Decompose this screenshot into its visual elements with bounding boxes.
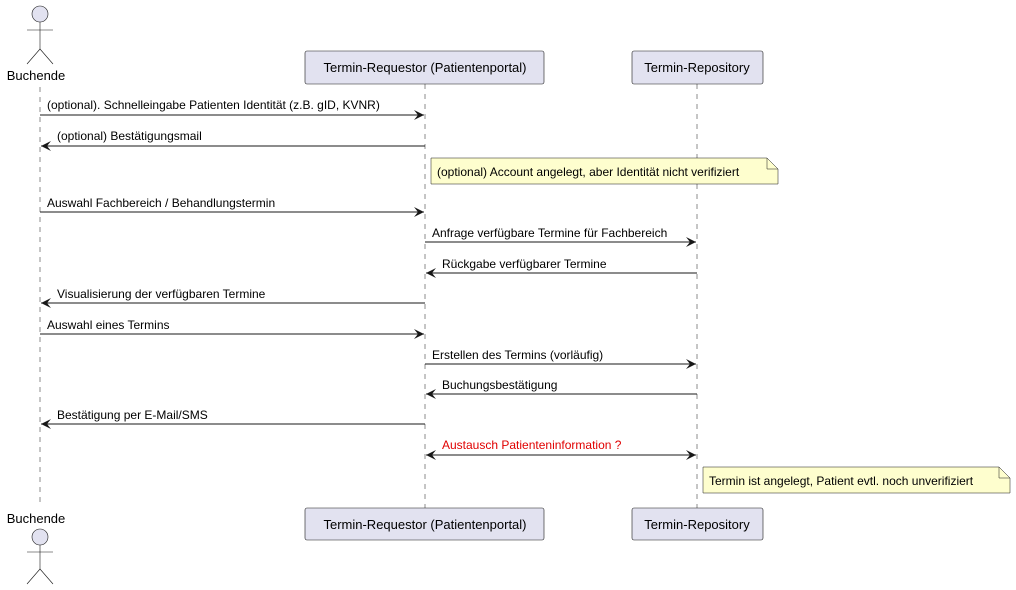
message-8: Erstellen des Termins (vorläufig) xyxy=(425,348,696,369)
actor-buchende-bottom: Buchende xyxy=(7,511,66,585)
message-label: Anfrage verfügbare Termine für Fachberei… xyxy=(432,226,667,240)
message-label: Auswahl Fachbereich / Behandlungstermin xyxy=(47,196,275,210)
message-label: Buchungsbestätigung xyxy=(442,378,557,392)
participant-label: Termin-Requestor (Patientenportal) xyxy=(323,60,526,75)
message-10: Bestätigung per E-Mail/SMS xyxy=(41,408,425,429)
note-text: Termin ist angelegt, Patient evtl. noch … xyxy=(709,474,974,488)
note-1: (optional) Account angelegt, aber Identi… xyxy=(430,157,779,185)
actor-buchende-top: Buchende xyxy=(7,5,66,83)
note-2: Termin ist angelegt, Patient evtl. noch … xyxy=(702,466,1011,494)
participant-label: Termin-Repository xyxy=(644,60,750,75)
message-label: Erstellen des Termins (vorläufig) xyxy=(432,348,603,362)
message-label: (optional) Bestätigungsmail xyxy=(57,129,202,143)
participant-repository-bottom: Termin-Repository xyxy=(631,507,764,541)
actor-label: Buchende xyxy=(7,68,66,83)
message-5: Rückgabe verfügbarer Termine xyxy=(426,257,697,278)
stick-figure-icon xyxy=(26,528,54,585)
message-7: Auswahl eines Termins xyxy=(40,318,424,339)
participant-requestor-bottom: Termin-Requestor (Patientenportal) xyxy=(304,507,545,541)
participant-label: Termin-Repository xyxy=(644,517,750,532)
message-label: Bestätigung per E-Mail/SMS xyxy=(57,408,208,422)
message-4: Anfrage verfügbare Termine für Fachberei… xyxy=(425,226,696,247)
message-2: (optional) Bestätigungsmail xyxy=(41,129,425,151)
message-label: (optional). Schnelleingabe Patienten Ide… xyxy=(47,98,380,112)
message-label: Rückgabe verfügbarer Termine xyxy=(442,257,607,271)
participant-requestor-top: Termin-Requestor (Patientenportal) xyxy=(304,50,545,85)
stick-figure-icon xyxy=(26,5,54,65)
participant-label: Termin-Requestor (Patientenportal) xyxy=(323,517,526,532)
message-label: Austausch Patienteninformation ? xyxy=(442,438,622,452)
message-11: Austausch Patienteninformation ? xyxy=(426,438,696,460)
message-1: (optional). Schnelleingabe Patienten Ide… xyxy=(40,98,424,120)
message-9: Buchungsbestätigung xyxy=(426,378,697,399)
message-label: Visualisierung der verfügbaren Termine xyxy=(57,287,266,301)
message-6: Visualisierung der verfügbaren Termine xyxy=(41,287,425,308)
note-text: (optional) Account angelegt, aber Identi… xyxy=(437,165,740,179)
actor-label: Buchende xyxy=(7,511,66,526)
message-label: Auswahl eines Termins xyxy=(47,318,170,332)
participant-repository-top: Termin-Repository xyxy=(631,50,764,85)
message-3: Auswahl Fachbereich / Behandlungstermin xyxy=(40,196,424,217)
